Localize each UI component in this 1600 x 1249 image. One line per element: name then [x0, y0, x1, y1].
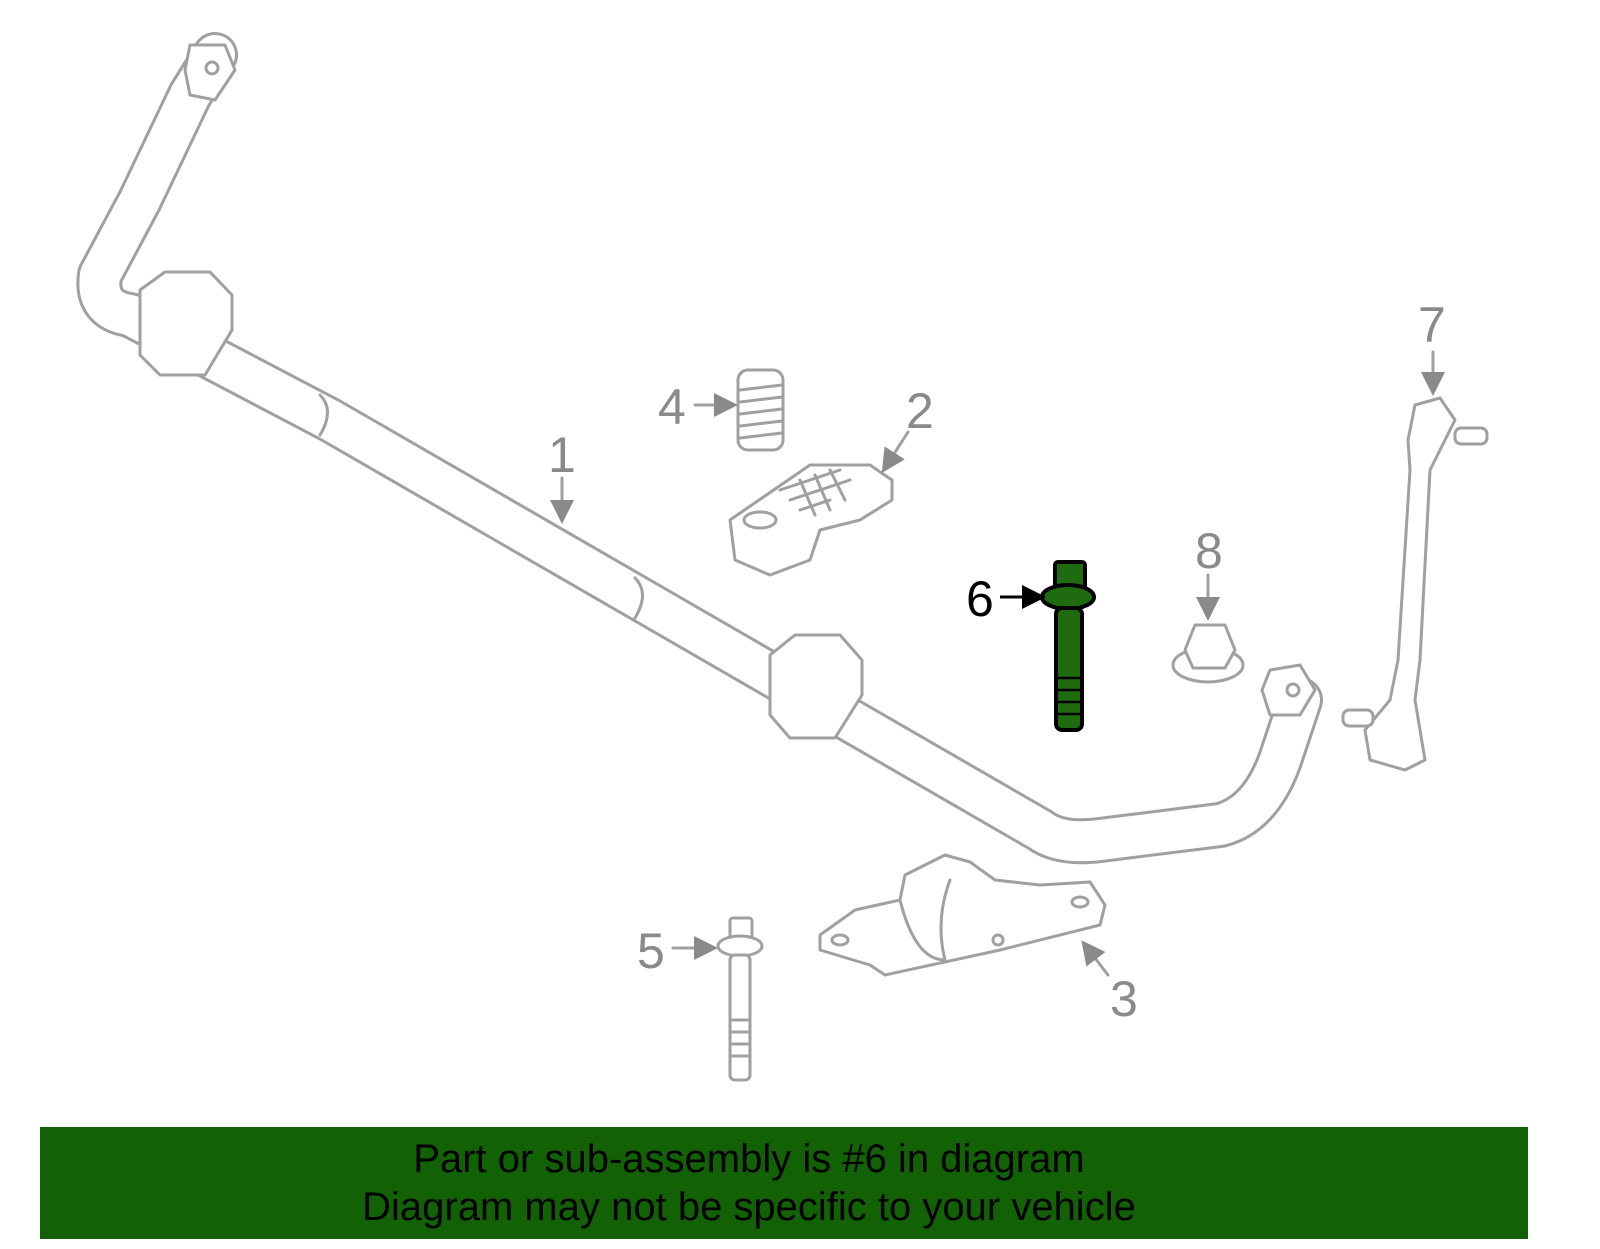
callout-6: 6 [966, 571, 994, 627]
callout-4: 4 [658, 379, 686, 435]
callout-5: 5 [637, 923, 665, 979]
stabilizer-link-part-7 [1341, 396, 1489, 772]
callout-7: 7 [1418, 297, 1446, 353]
nut-part-8 [1171, 623, 1245, 684]
bushing-part-4 [736, 368, 785, 452]
mount-bracket-part-3 [818, 853, 1107, 977]
stabilizer-bar-part-1 [76, 32, 1323, 865]
bracket-part-2 [728, 463, 894, 577]
callout-2: 2 [906, 383, 934, 439]
callout-8: 8 [1195, 523, 1223, 579]
callout-3: 3 [1110, 971, 1138, 1027]
banner-line-2: Diagram may not be specific to your vehi… [362, 1185, 1136, 1229]
callout-1: 1 [548, 427, 576, 483]
bolt-part-6-highlighted [1040, 560, 1096, 732]
arrow-3 [1081, 940, 1110, 977]
info-banner: Part or sub-assembly is #6 in diagram Di… [40, 1127, 1528, 1239]
banner-line-1: Part or sub-assembly is #6 in diagram [413, 1137, 1085, 1181]
bolt-part-5 [716, 916, 764, 1082]
arrow-2 [881, 430, 910, 474]
